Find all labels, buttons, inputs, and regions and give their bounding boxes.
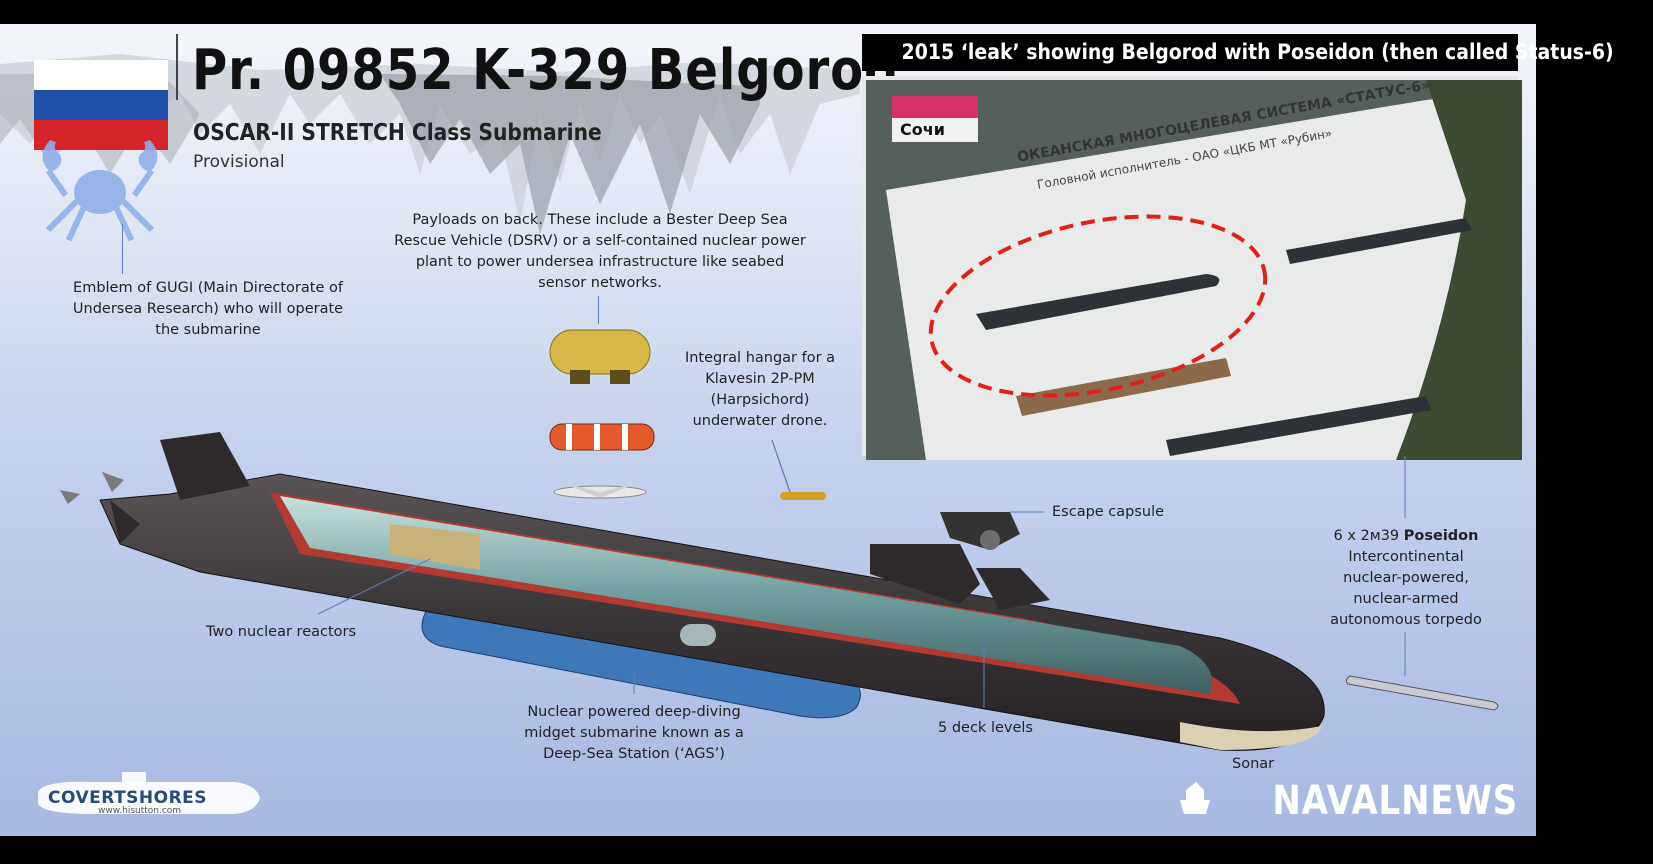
- page-subtitle: OSCAR-II STRETCH Class Submarine: [193, 120, 602, 146]
- covertshores-logo: COVERTSHORES www.hisutton.com: [34, 768, 264, 826]
- russian-flag: [34, 60, 168, 150]
- escape-caption: Escape capsule: [1052, 504, 1165, 520]
- payload-vehicles: [549, 329, 655, 499]
- poseidon-caption-line: nuclear-powered,: [1343, 570, 1469, 586]
- leader-lines: [317, 456, 1406, 708]
- underwater-drone: [553, 482, 647, 499]
- leak-panel-title-text: 2015 ‘leak’ showing Belgorod with Poseid…: [901, 40, 1614, 64]
- poseidon-caption: 6 x 2м39 Poseidon Intercontinental nucle…: [1316, 526, 1496, 631]
- reactors-caption: Two nuclear reactors: [206, 624, 357, 640]
- hangar-caption-line: Integral hangar for a: [684, 350, 836, 366]
- ags-caption-line: Nuclear powered deep-diving: [527, 704, 741, 720]
- sail-tower: [870, 544, 1050, 610]
- poseidon-caption-line: autonomous torpedo: [1330, 612, 1482, 628]
- flag-blue-stripe: [34, 90, 168, 120]
- payloads-caption: Payloads on back. These include a Bester…: [380, 210, 820, 294]
- sonar-caption: Sonar: [1232, 756, 1275, 772]
- hangar-drone-marker: [771, 439, 826, 500]
- reactors-leader-line: [317, 558, 431, 615]
- payloads-caption-line: sensor networks.: [538, 275, 662, 291]
- covertshores-logo-url: www.hisutton.com: [98, 806, 182, 816]
- page-title: Pr. 09852 K-329 Belgorod: [192, 38, 900, 103]
- emblem-caption-line: Undersea Research) who will operate: [72, 301, 344, 317]
- submarine-illustration: [60, 432, 1325, 751]
- hangar-caption-line: Klavesin 2P-PM: [705, 371, 815, 387]
- poseidon-count: 6 x 2м39: [1333, 528, 1404, 544]
- navalnews-logo: NAVALNEWS: [1176, 778, 1518, 824]
- hangar-caption-line: underwater drone.: [692, 413, 828, 429]
- rear-fin: [110, 432, 250, 544]
- poseidon-torpedo-icon: [1345, 675, 1499, 711]
- poseidon-caption-heading: 6 x 2м39 Poseidon: [1316, 526, 1496, 547]
- tv-location-badge: Сочи: [892, 118, 978, 142]
- title-divider: [176, 34, 178, 100]
- propellers: [60, 472, 124, 504]
- status-label: Provisional: [193, 152, 285, 172]
- cutaway-sections: [270, 492, 1240, 704]
- emblem-caption-line: Emblem of GUGI (Main Directorate of: [73, 280, 343, 296]
- ags-caption-line: Deep-Sea Station (‘AGS’): [543, 746, 725, 762]
- doc-sub-drawing: [976, 218, 1472, 456]
- gugi-emblem-icon: [42, 140, 158, 242]
- ags-caption: Nuclear powered deep-diving midget subma…: [508, 702, 760, 765]
- payloads-leader-line: [598, 296, 599, 324]
- emblem-caption-line: the submarine: [155, 322, 261, 338]
- flag-white-stripe: [34, 60, 168, 90]
- poseidon-caption-line: Intercontinental: [1348, 549, 1464, 565]
- payloads-caption-line: Payloads on back. These include a Bester…: [412, 212, 788, 228]
- hangar-caption-line: (Harpsichord): [710, 392, 810, 408]
- decks-caption: 5 deck levels: [938, 720, 1033, 736]
- emblem-leader-line: [122, 224, 123, 274]
- ship-icon: [1179, 782, 1210, 814]
- power-plant-module: [549, 329, 651, 384]
- payloads-caption-line: Rescue Vehicle (DSRV) or a self-containe…: [394, 233, 806, 249]
- escape-capsule: [940, 512, 1020, 550]
- poseidon-caption-line: nuclear-armed: [1353, 591, 1459, 607]
- covertshores-logo-text: COVERTSHORES: [48, 788, 208, 808]
- hangar-caption: Integral hangar for a Klavesin 2P-PM (Ha…: [670, 348, 850, 432]
- navalnews-logo-text: NAVALNEWS: [1272, 778, 1518, 824]
- payloads-caption-line: plant to power undersea infrastructure l…: [415, 254, 785, 270]
- highlight-ellipse: [928, 214, 1268, 398]
- dsrv-vehicle: [549, 423, 655, 451]
- ags-caption-line: midget submarine known as a: [524, 725, 744, 741]
- poseidon-name: Poseidon: [1403, 528, 1479, 544]
- leak-panel-title: 2015 ‘leak’ showing Belgorod with Poseid…: [862, 34, 1614, 71]
- tv-badge-magenta: [892, 96, 978, 118]
- emblem-caption: Emblem of GUGI (Main Directorate of Unde…: [58, 278, 358, 341]
- infographic-canvas: Pr. 09852 K-329 Belgorod OSCAR-II STRETC…: [0, 24, 1614, 836]
